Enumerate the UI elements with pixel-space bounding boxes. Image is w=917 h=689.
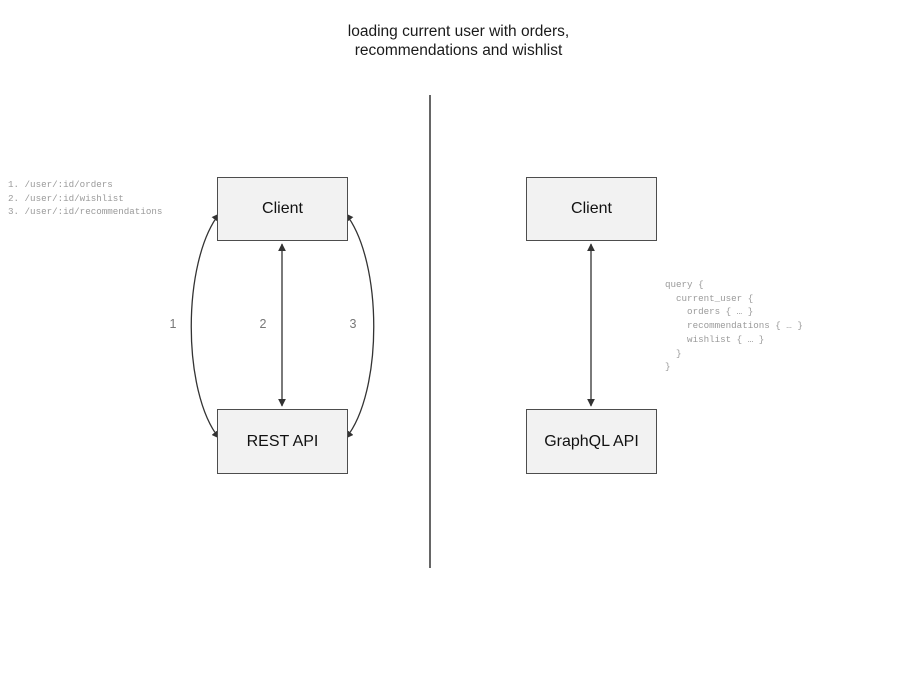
node-client-rest[interactable]: Client [217,177,348,241]
rest-endpoints-note: 1. /user/:id/orders 2. /user/:id/wishlis… [8,179,163,218]
node-graphql-api[interactable]: GraphQL API [526,409,657,474]
vertical-divider [429,95,431,568]
node-client-graphql[interactable]: Client [526,177,657,241]
edge-label-2: 2 [259,317,267,331]
edge-rest-request-1 [190,213,220,439]
graphql-query-note: query { current_user { orders { … } reco… [665,279,803,373]
diagram-title: loading current user with orders, recomm… [347,23,570,59]
node-rest-api[interactable]: REST API [217,409,348,474]
edge-label-1: 1 [169,317,177,331]
edge-label-3: 3 [349,317,357,331]
